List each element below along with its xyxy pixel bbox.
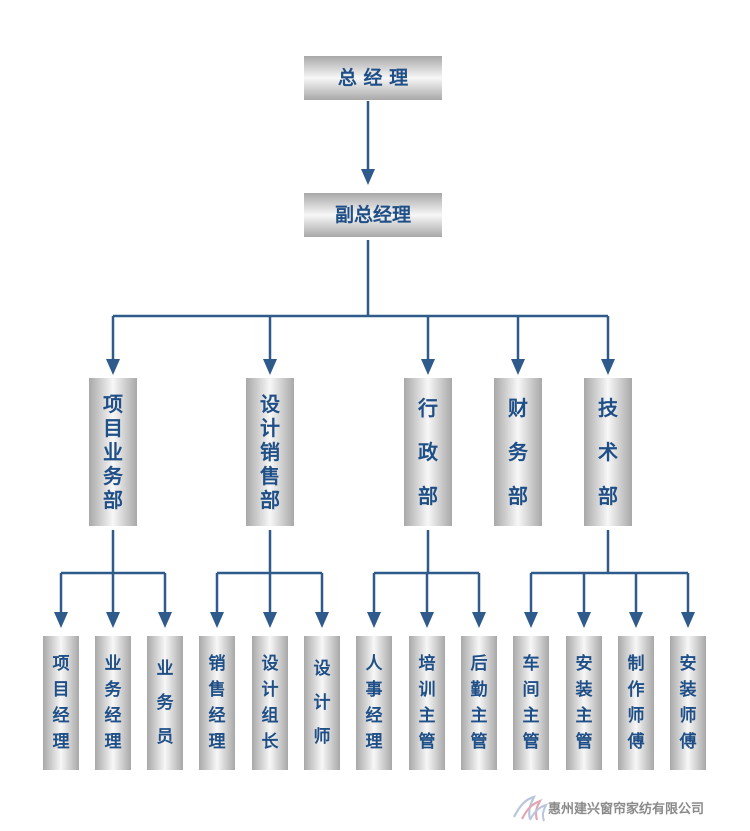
node-staff-project-manager-box [43, 636, 79, 770]
connectors [54, 101, 695, 628]
node-deputy-general-manager-label: 副总经理 [335, 203, 411, 226]
node-general-manager-label: 总 经 理 [338, 66, 408, 89]
node-staff-salesman-box [147, 636, 183, 770]
dept-design-to-staff-2-arrowhead [315, 612, 329, 628]
node-staff-project-manager-label: 项目经理 [53, 654, 70, 752]
node-dept-project-box [89, 378, 137, 526]
node-staff-training-label: 培训主管 [419, 653, 436, 752]
node-dept-tech-label: 技术部 [598, 396, 619, 508]
gm-to-dgm-arrowhead [361, 169, 375, 185]
node-general-manager-box [304, 56, 442, 100]
node-dept-admin-box [404, 378, 452, 526]
dept-admin-to-staff-1-arrowhead [420, 612, 434, 628]
node-staff-logistics: 后勤主管 [461, 636, 497, 770]
node-staff-business-manager-label: 业务经理 [105, 654, 123, 752]
node-staff-production-label: 制作师傅 [627, 653, 645, 752]
node-dept-admin-label: 行政部 [417, 396, 439, 508]
node-staff-business-manager-box [95, 636, 131, 770]
dept-design-to-staff-0-arrowhead [210, 612, 224, 628]
node-general-manager: 总 经 理 [304, 56, 442, 100]
node-dept-design-label: 设计销售部 [260, 392, 280, 512]
node-staff-install-lead: 安装主管 [566, 636, 602, 770]
node-deputy-general-manager-box [304, 193, 442, 237]
node-staff-logistics-label: 后勤主管 [471, 654, 488, 752]
node-staff-project-manager: 项目经理 [43, 636, 79, 770]
node-dept-project-label: 项目业务部 [103, 392, 124, 512]
node-staff-installer-box [670, 636, 706, 770]
dept-admin-to-staff-2-arrowhead [472, 612, 486, 628]
dept-project-to-staff-1-arrowhead [106, 612, 120, 628]
dept-tech-to-staff-2-arrowhead [629, 612, 643, 628]
node-staff-sales-manager-label: 销售经理 [209, 653, 226, 752]
node-dept-tech-box [584, 378, 632, 526]
node-staff-training-box [409, 636, 445, 770]
node-staff-sales-manager: 销售经理 [199, 636, 235, 770]
node-deputy-general-manager: 副总经理 [304, 193, 442, 237]
watermark: 惠州建兴窗帘家纺有限公司 [513, 795, 704, 822]
node-staff-install-lead-label: 安装主管 [575, 653, 593, 752]
dept-project-to-staff-0-arrowhead [54, 612, 68, 628]
node-staff-training: 培训主管 [409, 636, 445, 770]
node-staff-hr-manager: 人事经理 [356, 636, 392, 770]
node-dept-tech: 技术部 [584, 378, 632, 526]
node-staff-logistics-box [461, 636, 497, 770]
node-staff-salesman-label: 业务员 [157, 659, 175, 747]
node-staff-workshop: 车间主管 [513, 636, 549, 770]
node-dept-admin: 行政部 [404, 378, 452, 526]
node-staff-design-leader-label: 设计组长 [262, 654, 280, 752]
node-staff-salesman: 业务员 [147, 636, 183, 770]
node-dept-finance: 财务部 [494, 378, 542, 526]
node-dept-finance-label: 财务部 [508, 396, 529, 508]
node-staff-installer-label: 安装师傅 [679, 653, 697, 752]
node-staff-installer: 安装师傅 [670, 636, 706, 770]
dept-admin-to-staff-0-arrowhead [367, 612, 381, 628]
node-staff-business-manager: 业务经理 [95, 636, 131, 770]
node-dept-finance-box [494, 378, 542, 526]
node-staff-production-box [618, 636, 654, 770]
watermark-company-name: 惠州建兴窗帘家纺有限公司 [548, 801, 704, 817]
node-dept-project: 项目业务部 [89, 378, 137, 526]
dept-tech-to-staff-1-arrowhead [577, 612, 591, 628]
node-staff-hr-manager-label: 人事经理 [366, 654, 384, 752]
node-staff-sales-manager-box [199, 636, 235, 770]
dept-design-to-staff-1-arrowhead [263, 612, 277, 628]
node-dept-design: 设计销售部 [246, 378, 294, 526]
node-dept-design-box [246, 378, 294, 526]
dept-tech-to-staff-3-arrowhead [681, 612, 695, 628]
dept-project-to-staff-2-arrowhead [158, 612, 172, 628]
node-staff-production: 制作师傅 [618, 636, 654, 770]
to-dept-tech-arrowhead [601, 359, 615, 375]
node-staff-design-leader-box [252, 636, 288, 770]
node-staff-design-leader: 设计组长 [252, 636, 288, 770]
node-staff-designer-box [304, 636, 340, 770]
node-staff-designer: 设计师 [304, 636, 340, 770]
curtain-logo-icon [513, 795, 548, 822]
to-dept-admin-arrowhead [421, 359, 435, 375]
to-dept-project-arrowhead [106, 359, 120, 375]
node-staff-designer-label: 设计师 [314, 659, 331, 747]
to-dept-design-arrowhead [263, 359, 277, 375]
node-staff-hr-manager-box [356, 636, 392, 770]
to-dept-finance-arrowhead [511, 359, 525, 375]
node-staff-workshop-box [513, 636, 549, 770]
node-staff-install-lead-box [566, 636, 602, 770]
node-staff-workshop-label: 车间主管 [523, 653, 540, 752]
dept-tech-to-staff-0-arrowhead [524, 612, 538, 628]
